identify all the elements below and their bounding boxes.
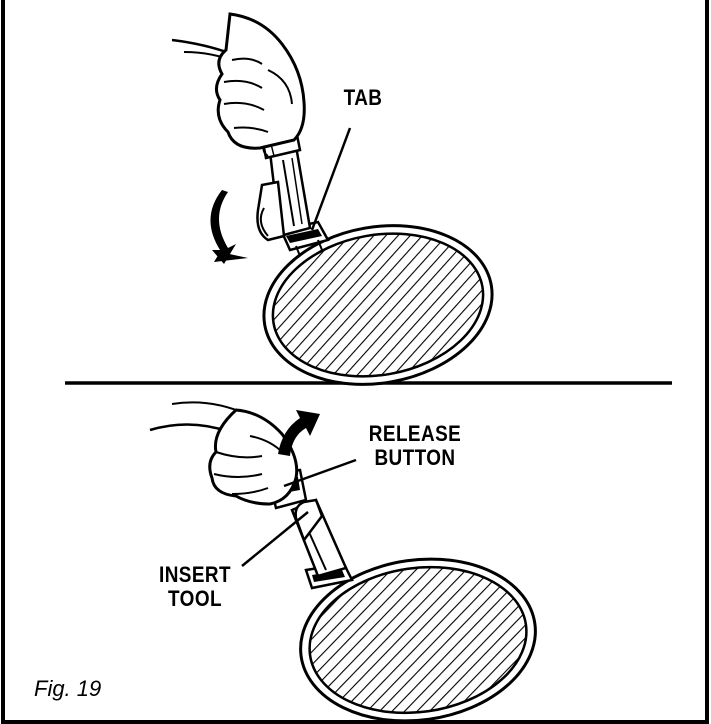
hand-bottom — [150, 402, 297, 504]
insert-tool-label: INSERT TOOL — [148, 563, 243, 611]
release-button-label-line-2: BUTTON — [359, 446, 471, 470]
insert-tool-leader-line — [242, 512, 308, 566]
rotate-up-arrow-icon — [278, 410, 320, 456]
figure-caption: Fig. 19 — [34, 676, 101, 702]
tab-leader-line — [312, 128, 350, 230]
insert-tool-label-line-1: INSERT — [148, 563, 243, 587]
top-panel-illustration — [172, 14, 505, 402]
hand-top — [172, 14, 304, 156]
release-button-label: RELEASE BUTTON — [359, 422, 471, 470]
rotate-down-arrow-icon — [210, 190, 248, 264]
insert-tool-label-line-2: TOOL — [148, 587, 243, 611]
tab-label: TAB — [324, 86, 401, 110]
release-button-label-line-1: RELEASE — [359, 422, 471, 446]
